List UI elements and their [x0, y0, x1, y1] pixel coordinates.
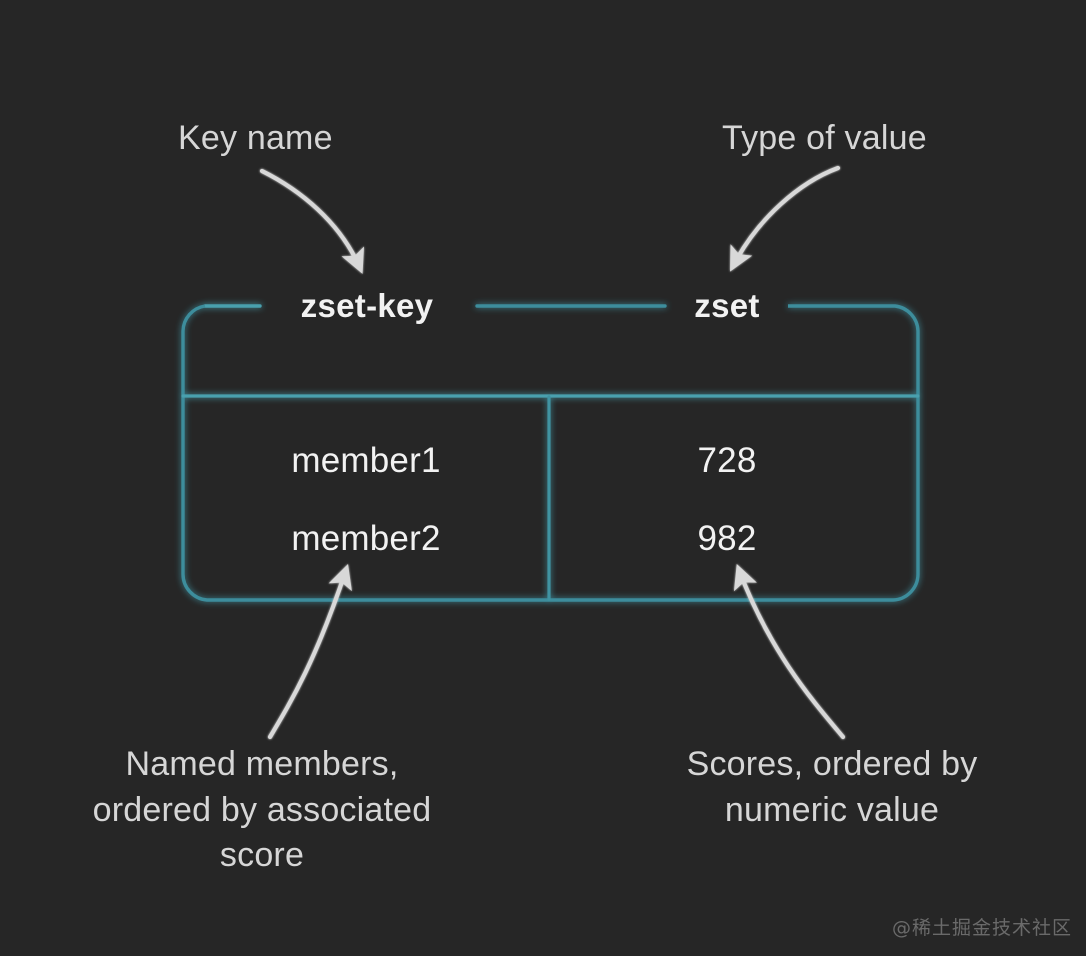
arrow-type-of-value	[730, 165, 841, 272]
arrow-named-members	[267, 563, 352, 740]
table-cell-member: member1	[291, 441, 441, 480]
arrow-scores	[733, 564, 846, 740]
arrow-key-name	[259, 168, 364, 274]
table-cell-member: member2	[291, 519, 441, 558]
table-label-key-name: zset-key	[286, 287, 448, 325]
table-label-value-type: zset	[680, 287, 774, 325]
watermark: @稀土掘金技术社区	[891, 917, 1072, 939]
annotation-type-of-value: Type of value	[722, 119, 927, 157]
table-cell-score: 982	[697, 519, 757, 558]
annotation-named-members: Named members, ordered by associated sco…	[92, 745, 432, 875]
annotation-key-name: Key name	[178, 119, 333, 157]
annotation-scores: Scores, ordered by numeric value	[686, 745, 978, 829]
table-cell-score: 728	[697, 441, 757, 480]
